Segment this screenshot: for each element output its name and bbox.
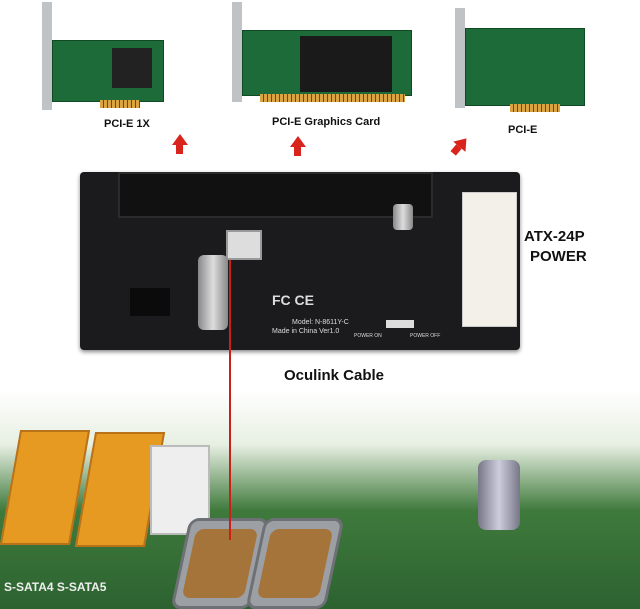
graphics-contacts — [260, 94, 405, 102]
power-off-label: POWER OFF — [410, 333, 441, 339]
capacitor — [198, 255, 228, 330]
pcie-1x-label: PCI-E 1X — [104, 118, 150, 130]
graphics-card-bracket — [232, 2, 242, 102]
board-model: Model: N-8611Y-C — [292, 319, 349, 326]
power-switch[interactable] — [386, 320, 414, 328]
capacitor — [393, 204, 413, 230]
arrow-up-icon — [447, 133, 473, 159]
pcie-graphics-label: PCI-E Graphics Card — [272, 116, 381, 128]
pcie-label: PCI-E — [508, 124, 538, 136]
oculink-label: Oculink Cable — [284, 367, 385, 384]
atx-label-line1: ATX-24P — [524, 228, 585, 245]
graphics-heatsink — [300, 36, 392, 92]
atx-24p-connector — [462, 192, 517, 327]
capacitor — [478, 460, 520, 530]
power-on-label: POWER ON — [354, 333, 382, 339]
oculink-pointer-line — [229, 260, 231, 540]
pcie-1x-contacts — [100, 100, 140, 108]
arrow-up-icon — [290, 136, 306, 156]
pcie-card — [465, 28, 585, 106]
board-marking: FC CE — [272, 292, 314, 308]
pcie-1x-card-bracket — [42, 2, 52, 110]
atx-label-line2: POWER — [530, 248, 587, 265]
voltage-regulator — [130, 288, 170, 316]
arrow-up-icon — [172, 134, 188, 154]
oculink-port — [226, 230, 262, 260]
sata-silkscreen: S-SATA4 S-SATA5 — [4, 580, 107, 594]
heatsink — [112, 48, 152, 88]
pcie-x16-slot — [118, 172, 433, 218]
board-made-in: Made in China Ver1.0 — [272, 328, 340, 335]
pcie-card-bracket — [455, 8, 465, 108]
pcie-contacts — [510, 104, 560, 112]
